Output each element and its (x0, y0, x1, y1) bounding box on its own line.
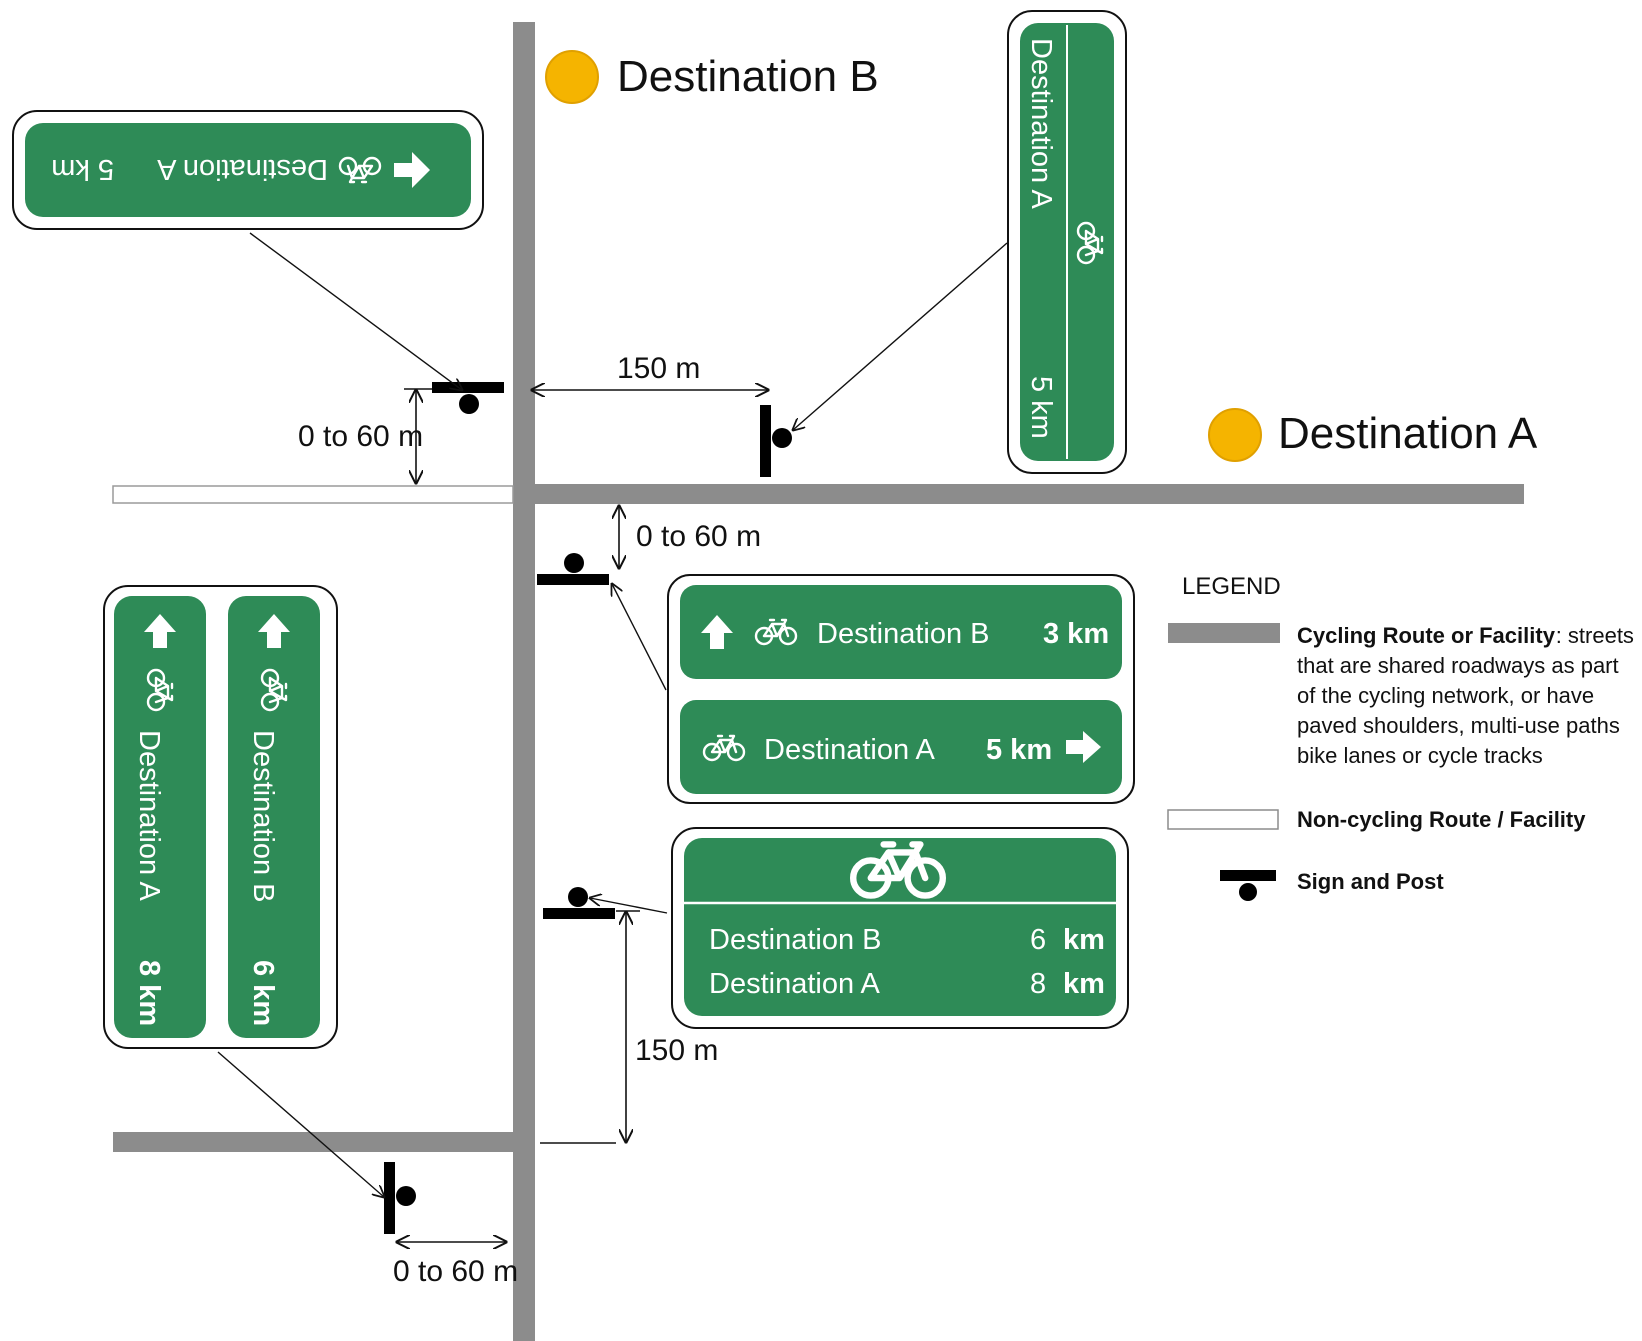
bicycle-large-icon (849, 841, 947, 899)
legend-cycling-desc-2: that are shared roadways as part (1297, 653, 1619, 678)
sign-bottom-left-panel2-distance: 6 km (247, 960, 279, 1026)
sign-middle-row2-distance: 5 km (986, 734, 1052, 766)
arrow-up-icon (258, 614, 290, 648)
legend-cycling-title: Cycling Route or Facility (1297, 623, 1556, 648)
sign-top-left: Destination A 5 km (12, 110, 484, 230)
noncycling-road (112, 485, 514, 504)
dimension-150m-bottom-label: 150 m (635, 1034, 718, 1067)
cycling-road-vertical (513, 22, 535, 1341)
sign-top-left-destination: Destination A (156, 153, 328, 185)
dimension-0-60-left-label: 0 to 60 m (298, 420, 423, 453)
sign-post-bottom-left (384, 1162, 416, 1234)
sign-bottom-left-panel1-destination: Destination A (133, 730, 165, 902)
dimension-0-60-left: 0 to 60 m (298, 388, 432, 483)
destination-a-label: Destination A (1278, 409, 1538, 458)
sign-table-row2-value: 8 (1030, 968, 1046, 1000)
dimension-0-60-mid: 0 to 60 m (619, 506, 761, 568)
sign-bottom-left: Destination A 8 km Destination B 6 km (103, 585, 338, 1049)
destination-a-marker: Destination A (1208, 408, 1538, 462)
cycling-road-horizontal-main (524, 484, 1524, 504)
dimension-150m-top-label: 150 m (617, 352, 700, 385)
arrow-up-icon (144, 614, 176, 648)
sign-post-top-right (760, 405, 792, 477)
sign-bottom-left-panel1-distance: 8 km (133, 960, 165, 1026)
dimension-0-60-mid-label: 0 to 60 m (636, 520, 761, 553)
legend-sign-post-label: Sign and Post (1297, 869, 1444, 894)
sign-table-row2-destination: Destination A (709, 968, 881, 1000)
legend-sign-post-icon (1220, 870, 1276, 901)
legend-cycling-desc-3: of the cycling network, or have (1297, 683, 1594, 708)
legend-cycling-desc-1: : streets (1556, 623, 1634, 648)
sign-table-row1-destination: Destination B (709, 924, 882, 956)
sign-top-right-destination: Destination A (1025, 38, 1057, 210)
dimension-150m-bottom: 150 m (540, 910, 718, 1144)
legend-cycling-desc-4: paved shoulders, multi-use paths (1297, 713, 1620, 738)
destination-b-label: Destination B (617, 52, 879, 101)
legend-cycling-desc-5: bike lanes or cycle tracks (1297, 743, 1543, 768)
arrow-right-icon (1066, 731, 1101, 763)
legend-title: LEGEND (1182, 573, 1281, 600)
sign-table-row2-unit: km (1063, 968, 1105, 1000)
legend-noncycling-label: Non-cycling Route / Facility (1297, 807, 1586, 832)
arrow-up-icon (701, 615, 733, 649)
sign-middle-row1-destination: Destination B (817, 618, 990, 650)
sign-post-middle-lower (543, 887, 615, 919)
sign-middle-two-panel: Destination B 3 km Destination A 5 km (667, 574, 1135, 804)
sign-middle-row1-distance: 3 km (1043, 618, 1109, 650)
legend-cycling-swatch (1168, 623, 1280, 643)
sign-top-right-distance: 5 km (1025, 376, 1057, 439)
cycling-road-horizontal-lower (113, 1132, 513, 1152)
sign-middle-table: Destination B 6 km Destination A 8 km (671, 827, 1129, 1029)
legend: LEGEND Cycling Route or Facility : stree… (1167, 573, 1634, 901)
arrow-left-icon (394, 152, 430, 188)
destination-b-marker: Destination B (545, 50, 879, 104)
sign-top-left-distance: 5 km (51, 153, 114, 185)
legend-noncycling-swatch (1167, 809, 1279, 830)
dimension-150m-top: 150 m (532, 352, 768, 390)
sign-middle-row2-destination: Destination A (764, 734, 936, 766)
sign-table-row1-unit: km (1063, 924, 1105, 956)
sign-top-right: Destination A 5 km (1007, 10, 1127, 474)
dimension-0-60-bottom-label: 0 to 60 m (393, 1255, 518, 1288)
sign-post-top-left (432, 382, 504, 414)
dimension-0-60-bottom: 0 to 60 m (393, 1242, 518, 1288)
sign-post-middle-upper (537, 553, 609, 585)
sign-bottom-left-panel2-destination: Destination B (247, 730, 279, 903)
sign-table-row1-value: 6 (1030, 924, 1046, 956)
leader-arrows (217, 232, 1008, 1197)
